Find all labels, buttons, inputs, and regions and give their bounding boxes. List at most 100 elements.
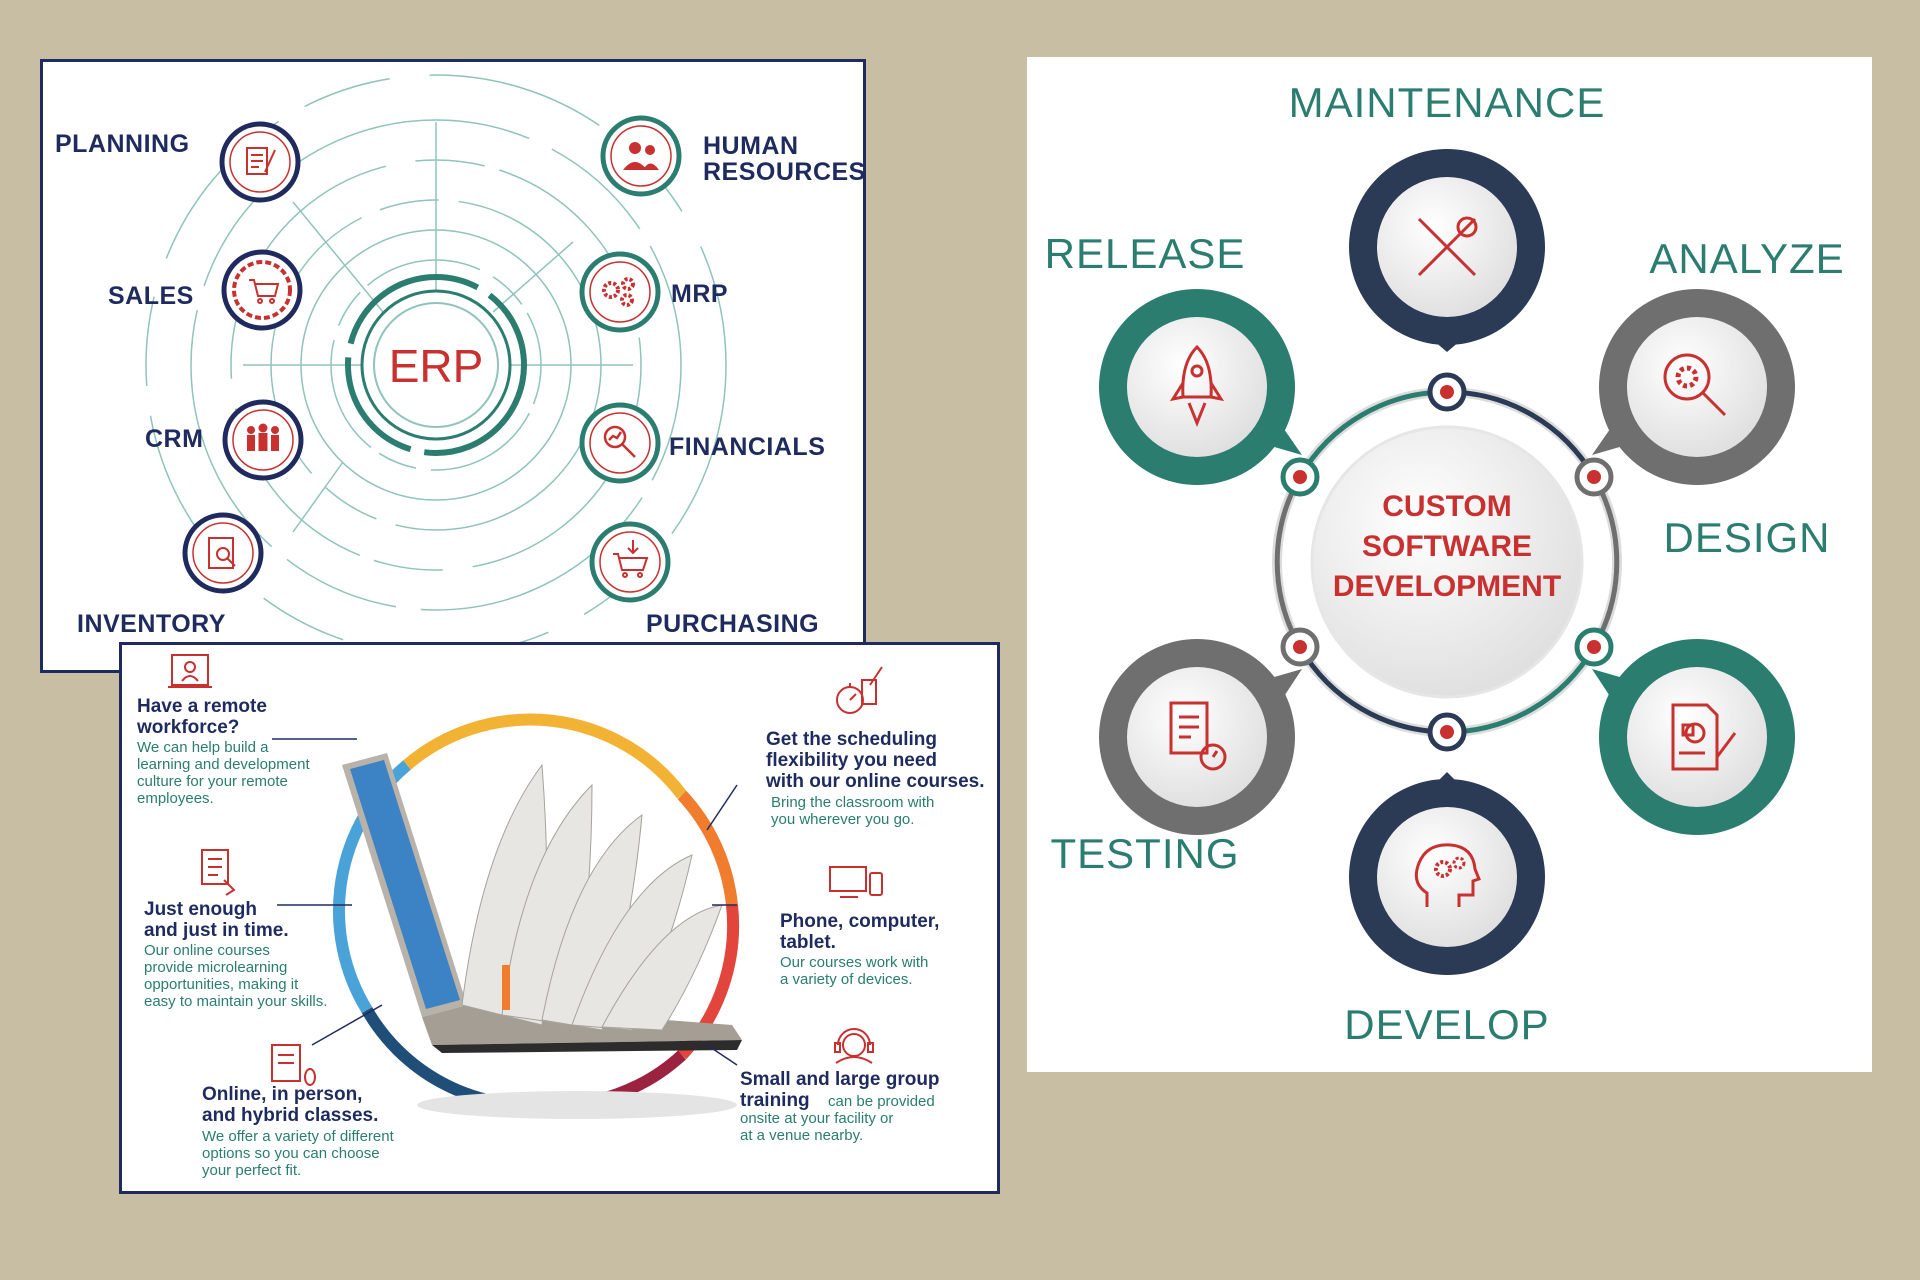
erp-module-mrp: MRP [579,251,728,333]
scheduling-heading-3: with our online courses. [765,771,985,792]
learning-infographic: Have a remote workforce? We can help bui… [136,654,985,1179]
just-enough-body-4: easy to maintain your skills. [144,993,327,1010]
stage-label-testing: TESTING [1050,830,1239,877]
online-heading-1: Online, in person, [202,1084,362,1105]
center-line-2: SOFTWARE [1362,530,1532,563]
online-body-1: We offer a variety of different [202,1128,395,1145]
online-body-3: your perfect fit. [202,1162,301,1179]
document-pen-icon [246,147,276,175]
document-pencil-icon [1671,703,1737,771]
learning-infographic-panel: Have a remote workforce? We can help bui… [119,642,1000,1194]
headset-icon [834,1028,874,1064]
erp-diagram: ERP PLANNING SALES [55,74,863,656]
group-heading-1: Small and large group [740,1069,940,1090]
stage-label-release: RELEASE [1045,230,1246,277]
clipboard-stopwatch-icon [1169,701,1227,771]
stage-develop: DEVELOP [1344,772,1549,1048]
stage-label-analyze: ANALYZE [1649,235,1844,282]
erp-module-financials: FINANCIALS [579,402,825,484]
stage-label-develop: DEVELOP [1344,1001,1549,1048]
cart-download-icon [613,540,649,578]
erp-label-planning: PLANNING [55,130,190,158]
erp-label-sales: SALES [108,282,194,310]
group-heading-tail: can be provided [828,1093,935,1110]
remote-body-4: employees. [137,790,214,807]
erp-module-purchasing: PURCHASING [589,521,819,638]
devices-icon [829,866,883,898]
remote-body-3: culture for your remote [137,773,288,790]
devices-body-1: Our courses work with [780,954,928,971]
erp-center-hub: ERP [345,274,527,456]
gear-magnifier-icon [1663,353,1727,417]
devices-heading-2: tablet. [780,932,836,953]
sdlc-diagram: CUSTOM SOFTWARE DEVELOPMENT MAINTENANCE … [1045,79,1844,1048]
group-body-2: at a venue nearby. [740,1127,863,1144]
devices-heading-1: Phone, computer, [780,911,939,932]
group-body-1: onsite at your facility or [740,1110,893,1127]
learning-item-group: Small and large group training can be pr… [740,1028,940,1144]
erp-label-human: HUMAN [703,132,799,160]
center-line-3: DEVELOPMENT [1333,570,1561,603]
learning-item-devices: Phone, computer, tablet. Our courses wor… [780,866,939,988]
erp-center-label: ERP [389,340,484,392]
head-gears-icon [1414,843,1481,907]
remote-worker-icon [168,654,212,688]
just-enough-body-1: Our online courses [144,942,270,959]
people-group-icon [247,423,279,451]
sdlc-center: CUSTOM SOFTWARE DEVELOPMENT [1310,425,1584,699]
erp-module-inventory: INVENTORY [77,512,264,638]
gears-icon [602,277,635,307]
just-enough-body-2: provide microlearning [144,959,287,976]
connector-lines [272,738,738,1066]
learning-item-remote: Have a remote workforce? We can help bui… [136,654,310,807]
just-enough-heading-2: and just in time. [144,920,289,941]
chart-search-icon [603,425,636,458]
stopwatch-pen-icon [836,666,883,714]
book-pages-illustration [461,763,723,1031]
scheduling-heading-1: Get the scheduling [766,729,937,750]
cart-gear-icon [249,279,280,304]
checklist-hand-icon [201,849,236,896]
stage-maintenance: MAINTENANCE [1289,79,1606,352]
learning-item-just-enough: Just enough and just in time. Our online… [144,849,327,1010]
erp-module-crm: CRM [145,399,304,481]
just-enough-body-3: opportunities, making it [144,976,299,993]
remote-heading-2: workforce? [136,717,239,738]
erp-label-resources: RESOURCES [703,158,863,186]
scheduling-body-1: Bring the classroom with [771,794,934,811]
devices-body-2: a variety of devices. [780,971,913,988]
software-development-panel: CUSTOM SOFTWARE DEVELOPMENT MAINTENANCE … [1027,57,1872,1072]
online-body-2: options so you can choose [202,1145,380,1162]
group-heading-2: training [740,1090,810,1111]
erp-label-financials: FINANCIALS [669,433,825,461]
scheduling-body-2: you wherever you go. [771,811,914,828]
computer-mouse-icon [271,1044,316,1086]
hub-dots [1280,372,1614,752]
rocket-icon [1169,344,1225,428]
erp-label-mrp: MRP [671,280,728,308]
remote-body-1: We can help build a [137,739,269,756]
stage-label-design: DESIGN [1663,514,1830,561]
stage-analyze: ANALYZE [1592,235,1844,485]
erp-module-planning: PLANNING [55,121,301,203]
learning-item-online: Online, in person, and hybrid classes. W… [202,1044,395,1179]
erp-module-sales: SALES [108,249,303,331]
learning-item-scheduling: Get the scheduling flexibility you need … [765,666,985,828]
wrench-screwdriver-icon [1417,216,1478,277]
erp-diagram-panel: ERP PLANNING SALES [40,59,866,673]
stage-release: RELEASE [1045,230,1302,485]
just-enough-heading-1: Just enough [144,899,257,920]
stage-testing: TESTING [1050,639,1302,877]
scheduling-heading-2: flexibility you need [766,750,937,771]
erp-label-purchasing: PURCHASING [646,610,819,638]
stage-label-maintenance: MAINTENANCE [1289,79,1606,126]
users-icon [623,142,659,170]
remote-body-2: learning and development [137,756,310,773]
online-heading-2: and hybrid classes. [202,1105,378,1126]
erp-label-inventory: INVENTORY [77,610,226,638]
erp-module-human-resources: HUMAN RESOURCES [600,115,863,197]
center-line-1: CUSTOM [1382,490,1511,523]
shadow [417,1091,737,1119]
erp-label-crm: CRM [145,425,203,453]
stage-design: DESIGN [1592,514,1830,835]
